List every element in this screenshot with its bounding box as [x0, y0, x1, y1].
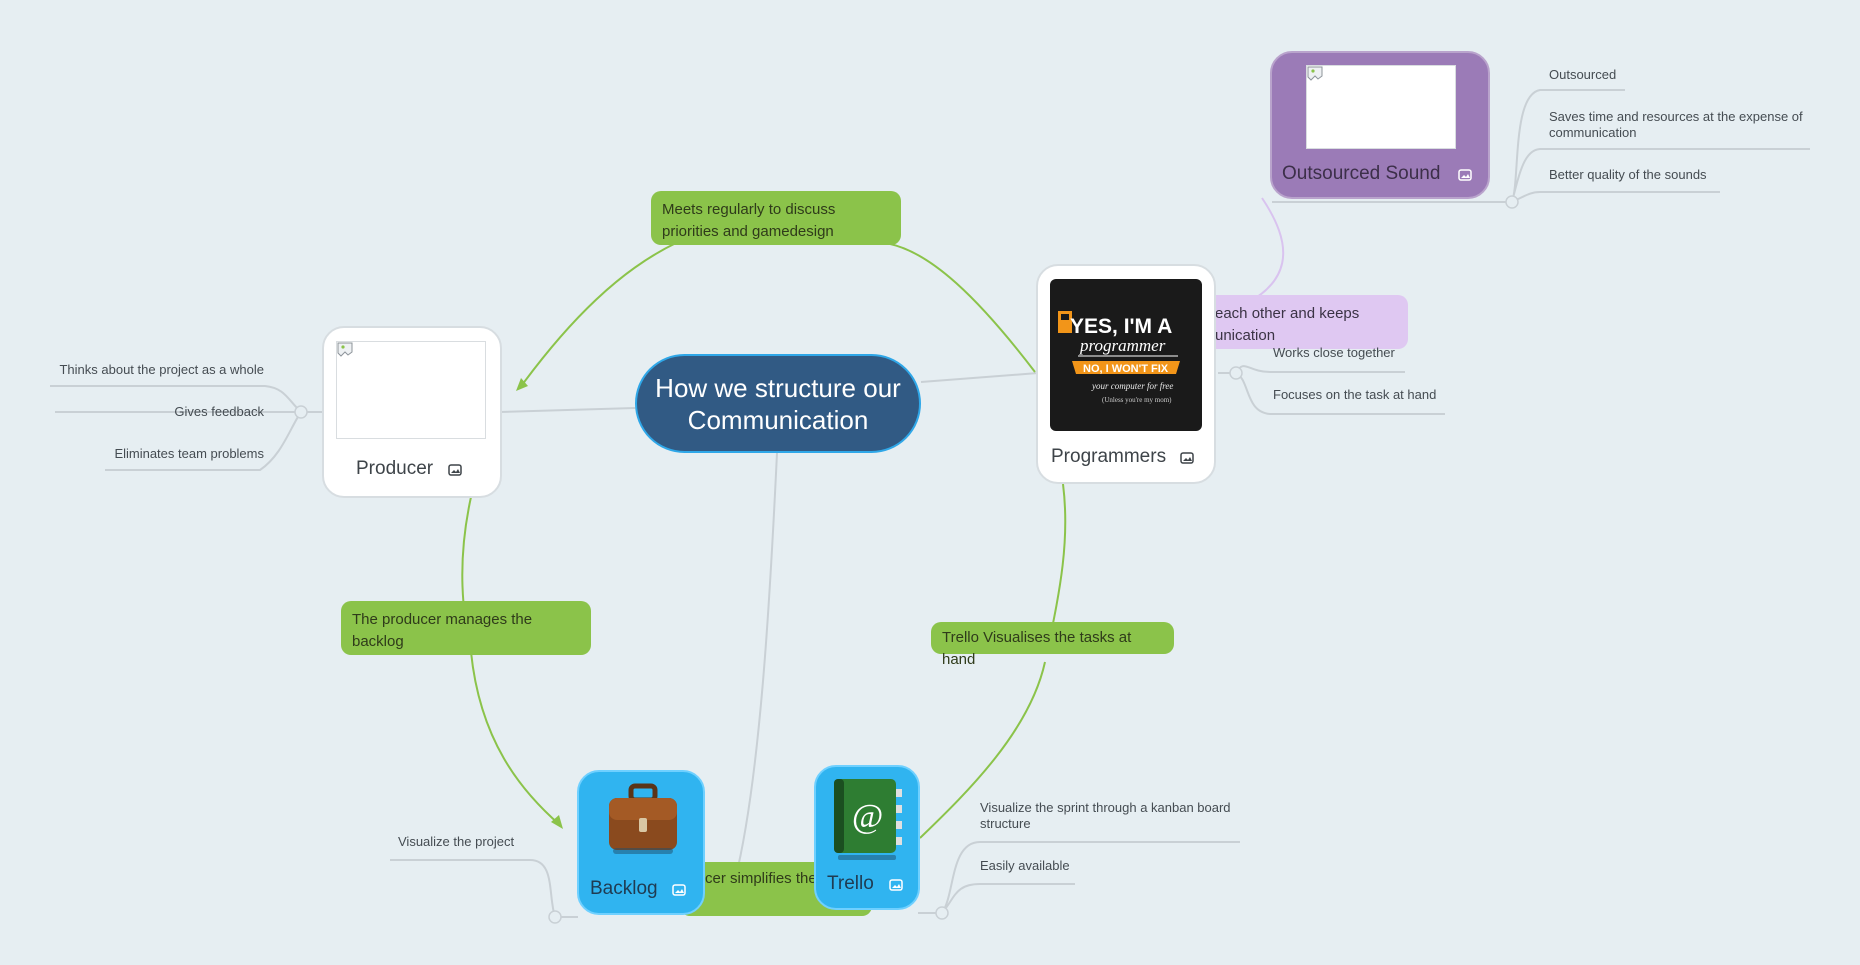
- briefcase-icon: [609, 783, 677, 854]
- address-book-icon: @: [834, 779, 902, 860]
- junction-sound: [1505, 195, 1519, 209]
- relation-label: cer simplifies the: [705, 870, 817, 887]
- arrowhead-producer: [516, 378, 528, 391]
- node-programmers[interactable]: YES, I'M A programmer NO, I WON'T FIX yo…: [1036, 264, 1216, 484]
- leaf-backlog-visualize[interactable]: Visualize the project: [398, 834, 515, 849]
- arrowhead-backlog: [551, 815, 563, 829]
- link-sound-leaves: [1272, 89, 1810, 203]
- programmer-poster-image: YES, I'M A programmer NO, I WON'T FIX yo…: [1050, 279, 1202, 431]
- node-title: Trello: [827, 873, 874, 894]
- leaf-producer-team-problems[interactable]: Eliminates team problems: [114, 446, 264, 461]
- poster-line1: YES, I'M A: [1070, 315, 1172, 338]
- node-trello[interactable]: @ Trello: [814, 765, 920, 910]
- relation-programmers-sound[interactable]: each other and keeps unication: [1200, 295, 1408, 349]
- broken-image-icon: [337, 342, 353, 357]
- leaf-trello-kanban[interactable]: Visualize the sprint through a kanban bo…: [980, 800, 1231, 831]
- image-icon[interactable]: [672, 884, 686, 896]
- leaf-programmers-close-together[interactable]: Works close together: [1273, 345, 1395, 360]
- relation-label: Meets regularly to discuss priorities an…: [662, 201, 836, 240]
- poster-line5: (Unless you're my mom): [1102, 396, 1172, 404]
- node-title: Backlog: [590, 878, 658, 899]
- relation-label: The producer manages the backlog: [352, 611, 533, 650]
- node-title: Producer: [356, 458, 434, 479]
- image-icon[interactable]: [448, 464, 462, 476]
- poster-line4: your computer for free: [1091, 381, 1173, 391]
- node-backlog[interactable]: Backlog: [577, 770, 705, 915]
- central-topic-title: How we structure our Communication: [655, 372, 901, 435]
- leaf-sound-better-quality[interactable]: Better quality of the sounds: [1549, 167, 1707, 182]
- node-title: Programmers: [1051, 446, 1167, 467]
- node-producer[interactable]: Producer: [322, 326, 502, 498]
- junction-programmers: [1229, 366, 1243, 380]
- leaf-sound-outsourced[interactable]: Outsourced: [1549, 67, 1617, 82]
- leaf-programmers-focus[interactable]: Focuses on the task at hand: [1273, 387, 1437, 402]
- producer-image: [336, 341, 486, 439]
- relation-producer-backlog[interactable]: The producer manages the backlog: [341, 601, 591, 655]
- junction-backlog: [548, 910, 562, 924]
- image-icon[interactable]: [1180, 452, 1194, 464]
- arrow-producer-backlog: [461, 496, 561, 826]
- at-sign-glyph: @: [852, 798, 883, 835]
- node-outsourced-sound[interactable]: Outsourced Sound: [1270, 51, 1490, 199]
- central-topic[interactable]: How we structure our Communication: [635, 354, 921, 453]
- image-icon[interactable]: [1458, 169, 1472, 181]
- relation-producer-programmers[interactable]: Meets regularly to discuss priorities an…: [651, 191, 901, 245]
- relation-label: Trello Visualises the tasks at hand: [942, 629, 1132, 668]
- leaf-trello-available[interactable]: Easily available: [980, 858, 1070, 873]
- leaf-producer-whole-project[interactable]: Thinks about the project as a whole: [59, 362, 264, 377]
- junction-producer: [294, 405, 308, 419]
- link-center-backlog: [734, 452, 778, 881]
- relation-label: each other and keeps unication: [1215, 305, 1360, 344]
- poster-graphic: YES, I'M A programmer NO, I WON'T FIX yo…: [1058, 311, 1180, 404]
- link-backlog-leaves: [390, 859, 578, 918]
- arrow-programmers-producer: [521, 242, 1036, 386]
- leaf-producer-feedback[interactable]: Gives feedback: [174, 404, 264, 419]
- link-center-producer: [499, 407, 636, 413]
- poster-line3: NO, I WON'T FIX: [1083, 363, 1169, 375]
- relation-programmers-trello[interactable]: Trello Visualises the tasks at hand: [931, 622, 1174, 668]
- link-trello-leaves: [918, 841, 1240, 914]
- link-producer-leaves: [50, 385, 322, 471]
- link-center-programmers: [920, 372, 1039, 383]
- poster-line2: programmer: [1079, 336, 1166, 355]
- outsourced-sound-image: [1306, 65, 1456, 149]
- image-icon[interactable]: [889, 879, 903, 891]
- junction-trello: [935, 906, 949, 920]
- node-title: Outsourced Sound: [1282, 163, 1441, 184]
- leaf-sound-saves-time[interactable]: Saves time and resources at the expense …: [1549, 109, 1803, 140]
- broken-image-icon: [1307, 66, 1323, 81]
